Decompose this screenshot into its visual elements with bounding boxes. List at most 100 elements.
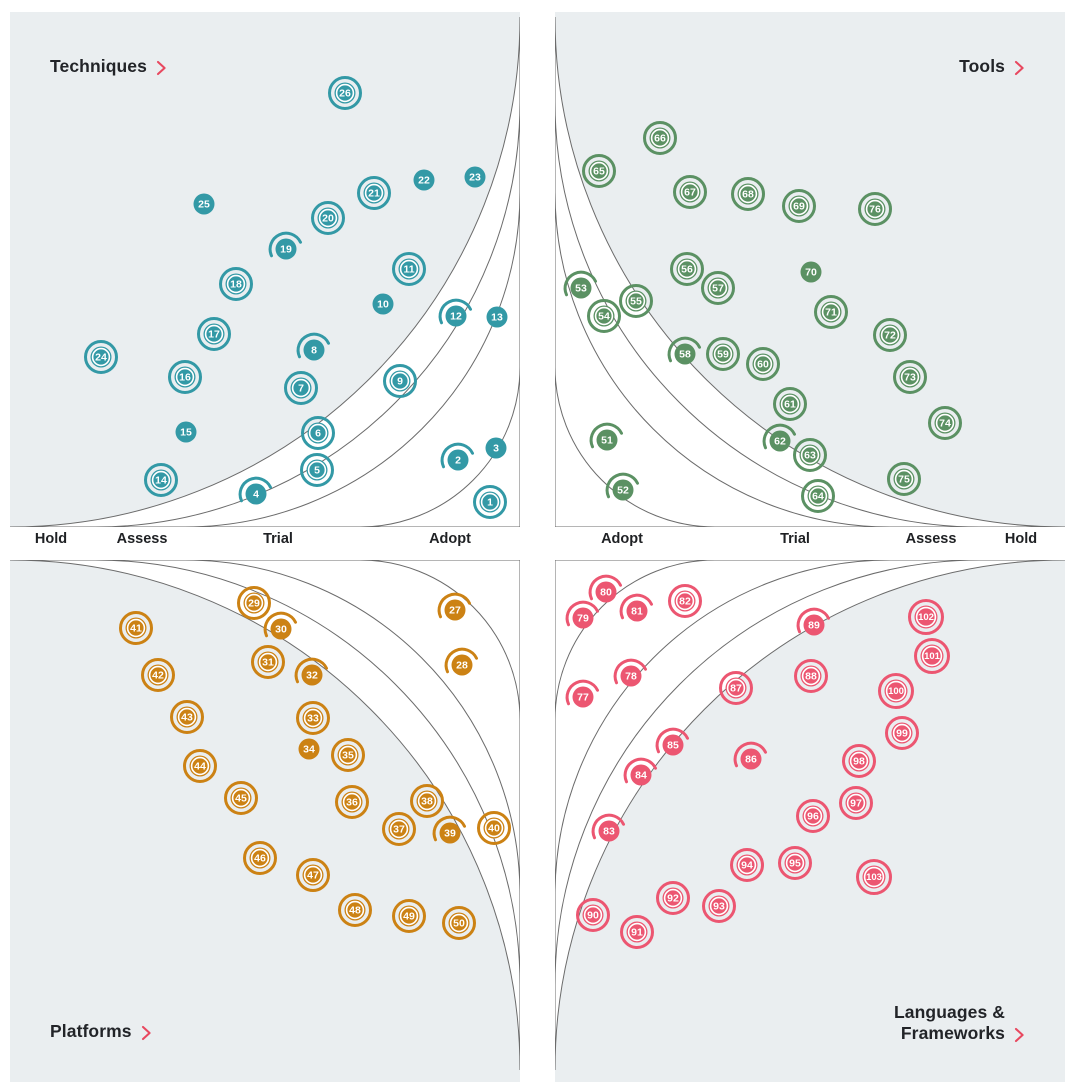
blip-64[interactable]: 64 [796,474,840,518]
blip-41[interactable]: 41 [114,606,158,650]
blip-101[interactable]: 101 [910,634,954,678]
blip-27[interactable]: 27 [433,588,477,632]
blip-9[interactable]: 9 [378,359,422,403]
blip-12[interactable]: 12 [434,294,478,338]
blip-78[interactable]: 78 [609,654,653,698]
blip-23[interactable]: 23 [453,155,497,199]
blip-24[interactable]: 24 [79,335,123,379]
quadrant-label-languages-frameworks[interactable]: Languages & Frameworks [894,1002,1025,1044]
blip-67[interactable]: 67 [668,170,712,214]
chevron-right-icon[interactable] [156,60,167,76]
blip-16[interactable]: 16 [163,355,207,399]
quadrant-label-platforms[interactable]: Platforms [50,1021,152,1042]
blip-26[interactable]: 26 [323,71,367,115]
blip-8[interactable]: 8 [292,328,336,372]
blip-103[interactable]: 103 [852,855,896,899]
blip-46[interactable]: 46 [238,836,282,880]
blip-102[interactable]: 102 [904,595,948,639]
blip-44[interactable]: 44 [178,744,222,788]
blip-63[interactable]: 63 [788,433,832,477]
blip-88[interactable]: 88 [789,654,833,698]
blip-55[interactable]: 55 [614,279,658,323]
blip-5[interactable]: 5 [295,448,339,492]
blip-57[interactable]: 57 [696,266,740,310]
blip-61[interactable]: 61 [768,382,812,426]
blip-1[interactable]: 1 [468,480,512,524]
blip-49[interactable]: 49 [387,894,431,938]
blip-28[interactable]: 28 [440,643,484,687]
blip-14[interactable]: 14 [139,458,183,502]
blip-100[interactable]: 100 [874,669,918,713]
blip-36[interactable]: 36 [330,780,374,824]
blip-37[interactable]: 37 [377,807,421,851]
blip-74[interactable]: 74 [923,401,967,445]
blip-19[interactable]: 19 [264,227,308,271]
blip-75[interactable]: 75 [882,457,926,501]
blip-39[interactable]: 39 [428,811,472,855]
blip-48[interactable]: 48 [333,888,377,932]
blip-56[interactable]: 56 [665,247,709,291]
blip-15[interactable]: 15 [164,410,208,454]
blip-32[interactable]: 32 [290,653,334,697]
quadrant-label-techniques[interactable]: Techniques [50,56,167,77]
blip-93[interactable]: 93 [697,884,741,928]
blip-97[interactable]: 97 [834,781,878,825]
blip-3[interactable]: 3 [474,426,518,470]
blip-90[interactable]: 90 [571,893,615,937]
blip-91[interactable]: 91 [615,910,659,954]
blip-95[interactable]: 95 [773,841,817,885]
blip-20[interactable]: 20 [306,196,350,240]
blip-51[interactable]: 51 [585,418,629,462]
blip-84[interactable]: 84 [619,753,663,797]
blip-65[interactable]: 65 [577,149,621,193]
blip-72[interactable]: 72 [868,313,912,357]
blip-94[interactable]: 94 [725,843,769,887]
blip-58[interactable]: 58 [663,332,707,376]
blip-79[interactable]: 79 [561,596,605,640]
blip-87[interactable]: 87 [714,666,758,710]
blip-53[interactable]: 53 [559,266,603,310]
blip-21[interactable]: 21 [352,171,396,215]
blip-71[interactable]: 71 [809,290,853,334]
blip-50[interactable]: 50 [437,901,481,945]
blip-86[interactable]: 86 [729,737,773,781]
quadrant-label-tools[interactable]: Tools [959,56,1025,77]
blip-83[interactable]: 83 [587,809,631,853]
blip-18[interactable]: 18 [214,262,258,306]
blip-34[interactable]: 34 [287,727,331,771]
blip-17[interactable]: 17 [192,312,236,356]
blip-60[interactable]: 60 [741,342,785,386]
blip-35[interactable]: 35 [326,733,370,777]
blip-30[interactable]: 30 [259,607,303,651]
blip-22[interactable]: 22 [402,158,446,202]
blip-70[interactable]: 70 [789,250,833,294]
blip-73[interactable]: 73 [888,355,932,399]
blip-42[interactable]: 42 [136,653,180,697]
blip-54[interactable]: 54 [582,294,626,338]
blip-29[interactable]: 29 [232,581,276,625]
blip-68[interactable]: 68 [726,172,770,216]
blip-2[interactable]: 2 [436,438,480,482]
blip-7[interactable]: 7 [279,366,323,410]
chevron-right-icon[interactable] [1014,60,1025,76]
blip-85[interactable]: 85 [651,723,695,767]
blip-11[interactable]: 11 [387,247,431,291]
blip-76[interactable]: 76 [853,187,897,231]
blip-80[interactable]: 80 [584,570,628,614]
blip-43[interactable]: 43 [165,695,209,739]
chevron-right-icon[interactable] [141,1025,152,1041]
blip-52[interactable]: 52 [601,468,645,512]
blip-25[interactable]: 25 [182,182,226,226]
blip-62[interactable]: 62 [758,419,802,463]
blip-4[interactable]: 4 [234,472,278,516]
blip-31[interactable]: 31 [246,640,290,684]
blip-6[interactable]: 6 [296,411,340,455]
blip-81[interactable]: 81 [615,589,659,633]
blip-98[interactable]: 98 [837,739,881,783]
blip-96[interactable]: 96 [791,794,835,838]
blip-66[interactable]: 66 [638,116,682,160]
blip-40[interactable]: 40 [472,806,516,850]
blip-59[interactable]: 59 [701,332,745,376]
